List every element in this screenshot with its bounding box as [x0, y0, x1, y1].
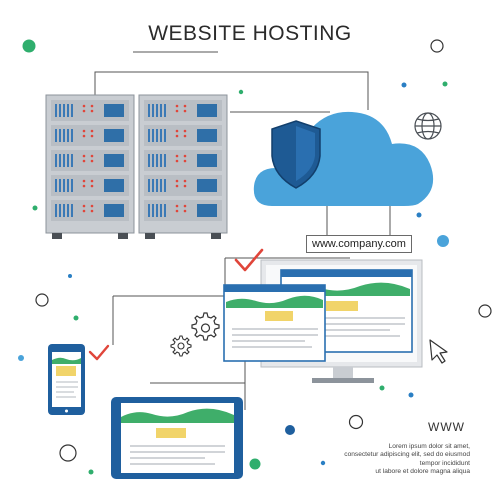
browser-window: [223, 284, 326, 362]
check-icon: [234, 248, 264, 272]
domain-url-label: www.company.com: [306, 235, 412, 253]
server-rack-icon: [138, 94, 228, 239]
lorem-text-block: Lorem ipsum dolor sit amet, consectetur …: [300, 443, 470, 477]
lorem-line: Lorem ipsum dolor sit amet,: [388, 443, 470, 450]
text-lines: [56, 381, 78, 398]
tablet-icon: [111, 397, 243, 479]
server-vents: [55, 104, 73, 217]
phone-icon: [48, 344, 85, 415]
lorem-line: ut labore et dolore magna aliqua: [375, 468, 470, 476]
server-vents: [148, 104, 166, 217]
check-icon: [88, 344, 110, 361]
connector-lines: [94, 71, 391, 410]
cursor-icon: [429, 339, 448, 364]
lorem-line: consectetur adipiscing elit, sed do eius…: [344, 451, 470, 459]
decorative-dots: [18, 39, 492, 475]
globe-icon: [414, 112, 442, 140]
lorem-line: tempor incididunt: [419, 459, 470, 467]
server-panels: [104, 104, 124, 217]
shield-icon: [271, 120, 321, 189]
gear-icon: [170, 335, 192, 357]
text-lines: [232, 328, 318, 348]
server-leds: [175, 104, 187, 213]
server-rack-icon: [45, 94, 135, 239]
server-leds: [82, 104, 94, 213]
page-title: WEBSITE HOSTING: [148, 22, 352, 45]
www-label: WWW: [428, 420, 465, 434]
server-panels: [197, 104, 217, 217]
text-lines: [130, 445, 225, 465]
gear-icon: [191, 312, 220, 341]
